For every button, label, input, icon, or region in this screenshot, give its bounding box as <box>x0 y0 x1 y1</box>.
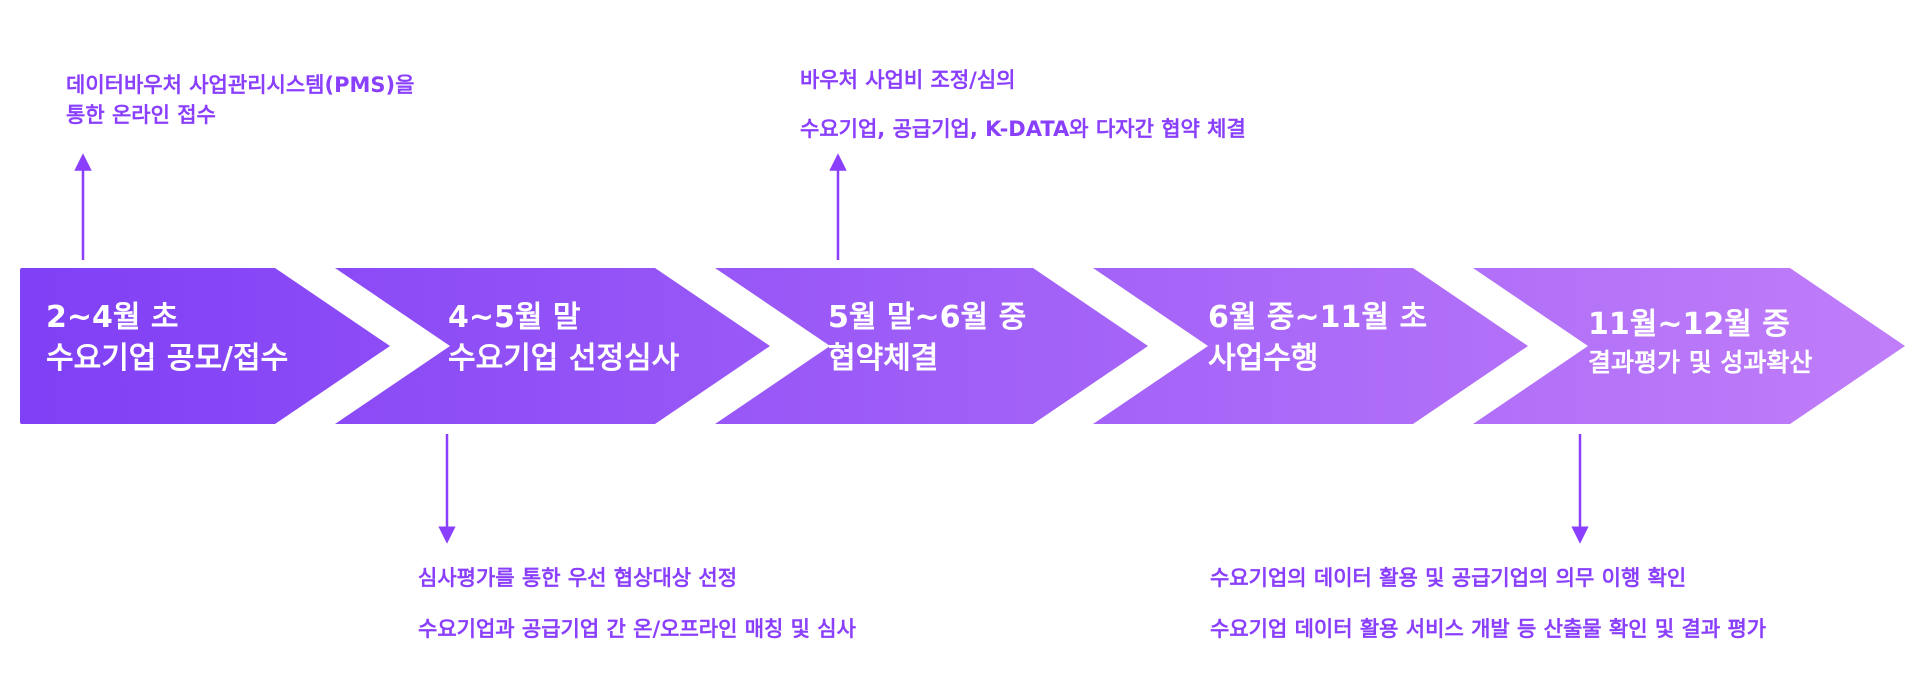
step-1-chevron <box>20 268 390 424</box>
step-2-label: 4~5월 말 수요기업 선정심사 <box>448 298 679 379</box>
step-2-note-line1: 심사평가를 통한 우선 협상대상 선정 <box>418 566 738 590</box>
step-3-title: 협약체결 <box>828 340 939 376</box>
step-4-period: 6월 중~11월 초 <box>1208 300 1428 335</box>
step-5-note-line1: 수요기업의 데이터 활용 및 공급기업의 의무 이행 확인 <box>1210 566 1687 590</box>
step-5-chevron <box>1473 268 1905 424</box>
step-1-note-line1: 데이터바우처 사업관리시스템(PMS)을 <box>66 73 415 97</box>
step-3-period: 5월 말~6월 중 <box>828 300 1027 335</box>
step-2-title: 수요기업 선정심사 <box>448 340 680 376</box>
step-5-note: 수요기업의 데이터 활용 및 공급기업의 의무 이행 확인 수요기업 데이터 활… <box>1210 568 1766 640</box>
step-1-note: 데이터바우처 사업관리시스템(PMS)을 통한 온라인 접수 <box>66 70 414 131</box>
step-1-title: 수요기업 공모/접수 <box>46 340 289 376</box>
step-5-label: 11월~12월 중 결과평가 및 성과확산 <box>1588 305 1812 379</box>
step-2-note-line2: 수요기업과 공급기업 간 온/오프라인 매칭 및 심사 <box>418 617 856 641</box>
step-1-note-line2: 통한 온라인 접수 <box>66 103 216 128</box>
step-3-note-line1: 바우처 사업비 조정/심의 <box>800 68 1016 92</box>
step-4-label: 6월 중~11월 초 사업수행 <box>1208 298 1427 379</box>
step-5-title: 결과평가 및 성과확산 <box>1588 347 1813 377</box>
step-1-period: 2~4월 초 <box>46 300 179 335</box>
step-3-chevron <box>715 268 1148 424</box>
step-4-title: 사업수행 <box>1208 340 1319 376</box>
step-1-label: 2~4월 초 수요기업 공모/접수 <box>46 298 288 379</box>
step-3-label: 5월 말~6월 중 협약체결 <box>828 298 1026 379</box>
step-3-note-line2: 수요기업, 공급기업, K-DATA와 다자간 협약 체결 <box>800 117 1246 141</box>
step-2-period: 4~5월 말 <box>448 300 581 335</box>
step-2-note: 심사평가를 통한 우선 협상대상 선정 수요기업과 공급기업 간 온/오프라인 … <box>418 568 856 640</box>
step-3-note: 바우처 사업비 조정/심의 수요기업, 공급기업, K-DATA와 다자간 협약… <box>800 70 1246 140</box>
step-2-chevron <box>335 268 770 424</box>
step-5-note-line2: 수요기업 데이터 활용 서비스 개발 등 산출물 확인 및 결과 평가 <box>1210 617 1767 641</box>
step-5-period: 11월~12월 중 <box>1588 307 1790 342</box>
step-4-chevron <box>1093 268 1528 424</box>
